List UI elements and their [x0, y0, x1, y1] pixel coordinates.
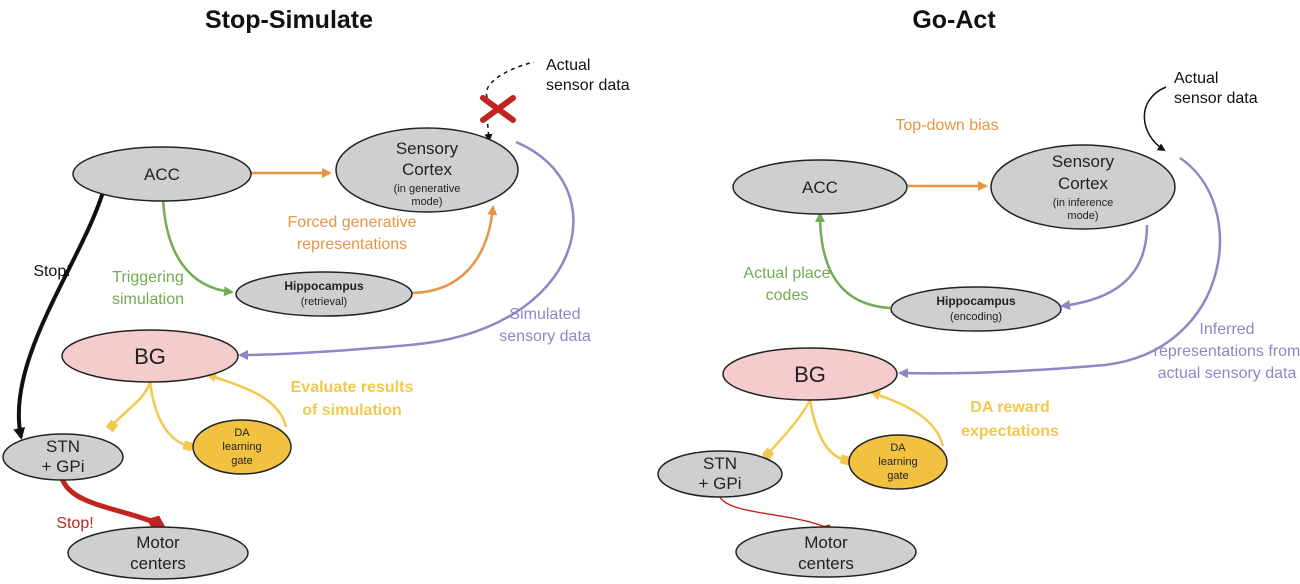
da-reward-label-1: DA reward: [970, 399, 1049, 416]
forced-generative-label-2: representations: [297, 236, 407, 253]
inferred-representations-label-3: actual sensory data: [1158, 365, 1297, 382]
sensory-cortex-label-2: Cortex: [1058, 174, 1109, 193]
arrow-acc-stop-to-stn: [13, 191, 105, 440]
motor-centers-node: [67, 526, 249, 580]
stn-gpi-label-2: + GPi: [699, 474, 742, 493]
da-gate-node: [192, 419, 292, 475]
acc-label: ACC: [802, 178, 838, 197]
actual-sensor-label-1: Actual: [546, 57, 590, 74]
blocked-x-icon: [480, 95, 516, 123]
top-down-bias-label: Top-down bias: [895, 117, 998, 134]
sensory-cortex-label-1: Sensory: [396, 139, 459, 158]
hippocampus-mode: (retrieval): [301, 296, 347, 308]
simulated-sensory-label-2: sensory data: [499, 328, 591, 345]
arrow-bg-to-da: [808, 399, 851, 466]
motor-centers-label-2: centers: [798, 554, 854, 573]
panel-title: Stop-Simulate: [205, 6, 373, 34]
stop-label-red: Stop!: [56, 515, 93, 532]
da-gate-label-1: DA: [234, 427, 250, 439]
triggering-simulation-label-2: simulation: [112, 291, 184, 308]
stn-gpi-node: [657, 450, 783, 498]
hippocampus-node: [890, 286, 1062, 332]
arrow-bg-to-stn: [105, 381, 152, 433]
sensory-cortex-label-2: Cortex: [402, 160, 453, 179]
actual-sensor-label-2: sensor data: [546, 77, 630, 94]
da-gate-label-3: gate: [231, 455, 252, 467]
panel-stop-simulate: Stop-Simulate ACC Sensory Cortex (in gen…: [2, 6, 630, 580]
stop-label-black: Stop!: [33, 263, 70, 280]
panel-go-act: Go-Act ACC Sensory Cortex (in inference …: [657, 6, 1300, 578]
inferred-representations-label-1: Inferred: [1199, 321, 1254, 338]
hippocampus-mode: (encoding): [950, 311, 1002, 323]
actual-sensor-label-2: sensor data: [1174, 90, 1258, 107]
triggering-simulation-label-1: Triggering: [112, 269, 183, 286]
stn-gpi-label-1: STN: [46, 437, 80, 456]
arrow-bg-to-stn: [761, 399, 812, 461]
bg-label: BG: [134, 344, 166, 369]
arrow-sensor-input: [1143, 86, 1167, 152]
da-gate-label-3: gate: [887, 470, 908, 482]
actual-place-codes-label-2: codes: [766, 287, 809, 304]
arrow-sensory-to-bg: [238, 140, 575, 360]
hippocampus-label: Hippocampus: [936, 294, 1016, 308]
simulated-sensory-label-1: Simulated: [509, 306, 580, 323]
motor-centers-label-2: centers: [130, 554, 186, 573]
arrow-stn-stop-to-motor: [59, 477, 166, 531]
evaluate-results-label-2: of simulation: [302, 402, 402, 419]
arrow-hippocampus-to-acc: [815, 212, 891, 310]
sensory-cortex-mode-1: (in inference: [1053, 197, 1114, 209]
hippocampus-label: Hippocampus: [284, 279, 364, 293]
arrow-bg-to-da: [148, 381, 194, 452]
motor-centers-node: [735, 526, 917, 578]
bg-node: [722, 347, 898, 401]
da-reward-label-2: expectations: [961, 423, 1059, 440]
sensory-cortex-node: [990, 144, 1176, 230]
acc-node: [72, 146, 252, 202]
arrow-sensory-to-bg: [898, 156, 1222, 379]
sensory-cortex-mode-2: mode): [1067, 210, 1098, 222]
panel-title: Go-Act: [912, 6, 996, 34]
arrow-da-to-bg: [870, 390, 945, 447]
arrow-hippocampus-to-sensory: [411, 205, 498, 295]
motor-centers-label-1: Motor: [136, 533, 180, 552]
forced-generative-label-1: Forced generative: [288, 214, 417, 231]
sensory-cortex-label-1: Sensory: [1052, 152, 1115, 171]
da-gate-node: [848, 434, 948, 490]
arrow-acc-to-hippocampus: [161, 195, 234, 297]
stn-gpi-node: [2, 433, 124, 481]
sensory-cortex-node: [335, 127, 519, 213]
da-gate-label-2: learning: [222, 441, 261, 453]
bg-node: [61, 329, 239, 383]
bg-label: BG: [794, 362, 826, 387]
arrow-sensory-to-hippocampus: [1060, 224, 1149, 310]
sensory-cortex-mode-2: mode): [411, 196, 442, 208]
evaluate-results-label-1: Evaluate results: [291, 379, 414, 396]
sensory-cortex-mode-1: (in generative: [394, 183, 461, 195]
inferred-representations-label-2: representations from: [1154, 343, 1300, 360]
arrow-stn-to-motor: [719, 496, 833, 532]
stn-gpi-label-2: + GPi: [42, 457, 85, 476]
motor-centers-label-1: Motor: [804, 533, 848, 552]
acc-node: [732, 159, 908, 215]
da-gate-label-2: learning: [878, 456, 917, 468]
actual-place-codes-label-1: Actual place: [743, 265, 830, 282]
da-gate-label-1: DA: [890, 442, 906, 454]
arrow-da-to-bg: [206, 372, 288, 428]
acc-label: ACC: [144, 165, 180, 184]
stn-gpi-label-1: STN: [703, 454, 737, 473]
actual-sensor-label-1: Actual: [1174, 70, 1218, 87]
hippocampus-node: [235, 271, 413, 317]
